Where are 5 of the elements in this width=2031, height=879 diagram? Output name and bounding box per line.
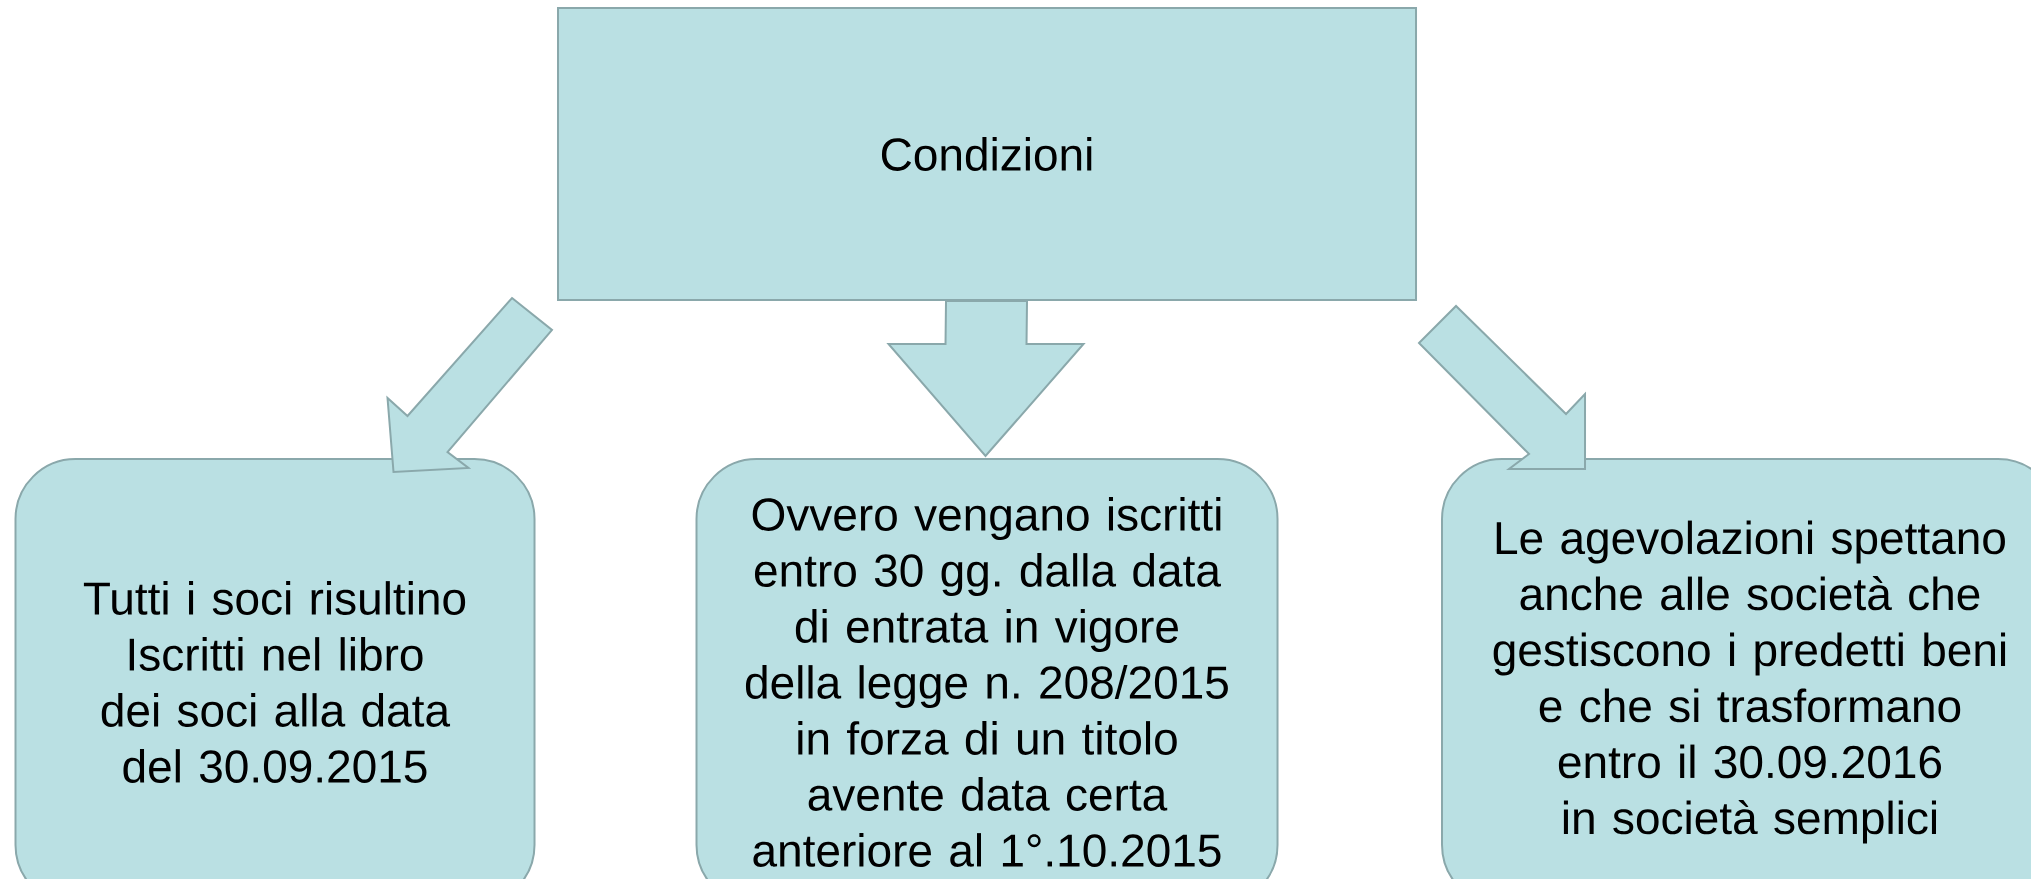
block-arrow: [886, 300, 1086, 458]
condition-box: Le agevolazioni spettano anche alle società che gestiscono i predetti beni e che si trasformano entro il 30.09.2016 in società semplici: [1441, 458, 2031, 879]
condition-box: Ovvero vengano iscritti entro 30 gg. dalla data di entrata in vigore della legge n. 208/2015 in forza di un titolo avente data certa anteriore al 1°.10.2015: [695, 458, 1279, 879]
heading-box: Condizioni: [557, 7, 1417, 301]
condition-box: Tutti i soci risultino Iscritti nel libro dei soci alla data del 30.09.2015: [14, 458, 536, 879]
